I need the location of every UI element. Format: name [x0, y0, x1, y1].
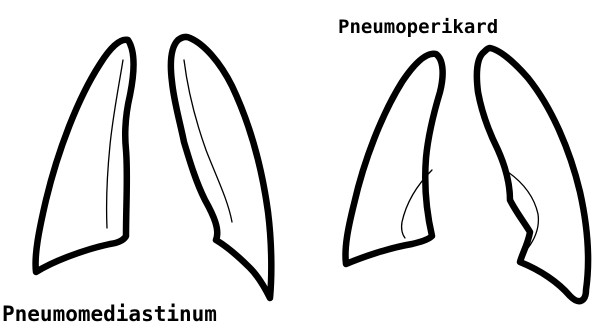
pneumoperikard-left-lung	[477, 48, 588, 301]
pneumomediastinum-left-air-line	[184, 60, 232, 222]
pneumomediastinum-figure: Pneumomediastinum	[2, 37, 271, 326]
pneumomediastinum-label: Pneumomediastinum	[2, 302, 217, 326]
pneumomediastinum-right-lung-outline	[36, 40, 134, 272]
pneumoperikard-right-lung-outline	[345, 54, 442, 264]
pneumomediastinum-left-lung	[171, 37, 271, 298]
pneumoperikard-label: Pneumoperikard	[338, 16, 498, 38]
pneumoperikard-right-lung	[345, 54, 442, 264]
pneumoperikard-figure: Pneumoperikard	[338, 16, 588, 301]
pneumomediastinum-right-air-line	[107, 60, 123, 228]
pneumoperikard-left-lung-outline	[477, 48, 588, 301]
pneumomediastinum-right-lung	[36, 40, 134, 272]
